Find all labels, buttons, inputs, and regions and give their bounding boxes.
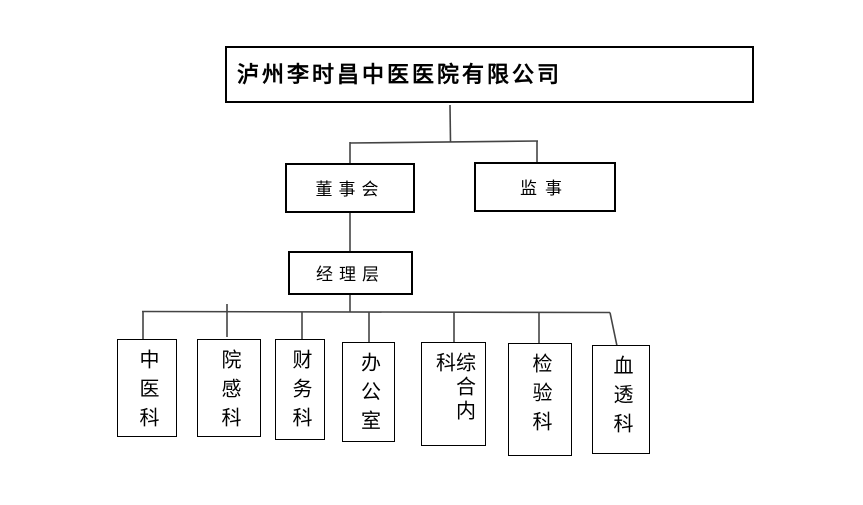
org-box-dept-hemodialysis-label: 血透科: [610, 355, 632, 442]
org-box-supervisor-label: 监事: [520, 178, 570, 198]
org-box-dept-finance: 财务科: [275, 339, 325, 440]
org-box-dept-general-internal-medicine: 综合内科: [421, 342, 486, 446]
org-box-dept-infection-control-label: 院感科: [218, 349, 240, 436]
org-box-management-label: 经理层: [316, 264, 385, 284]
org-box-company: 泸州李时昌中医医院有限公司: [225, 46, 754, 103]
connector-departments-horizontal: [141, 310, 611, 314]
org-box-dept-laboratory-label: 检验科: [529, 353, 551, 440]
org-box-dept-office: 办公室: [342, 342, 395, 442]
org-box-dept-general-internal-medicine-label: 综合内科: [432, 352, 475, 424]
org-box-dept-tcm-label: 中医科: [136, 349, 158, 436]
org-box-board: 董事会: [285, 163, 415, 213]
org-box-dept-hemodialysis: 血透科: [592, 345, 650, 454]
org-box-company-label: 泸州李时昌中医医院有限公司: [237, 61, 563, 87]
org-box-dept-finance-label: 财务科: [289, 349, 311, 436]
org-box-dept-laboratory: 检验科: [508, 343, 572, 456]
connector-dept7-drop: [609, 312, 618, 347]
connector-root-drop: [449, 104, 452, 143]
connector-level2-horizontal: [349, 140, 539, 144]
org-box-dept-infection-control: 院感科: [197, 339, 261, 437]
org-box-management: 经理层: [288, 251, 413, 295]
org-box-dept-office-label: 办公室: [357, 352, 380, 439]
org-box-dept-tcm: 中医科: [117, 339, 177, 437]
org-box-board-label: 董事会: [315, 179, 385, 199]
org-box-supervisor: 监事: [474, 162, 616, 212]
